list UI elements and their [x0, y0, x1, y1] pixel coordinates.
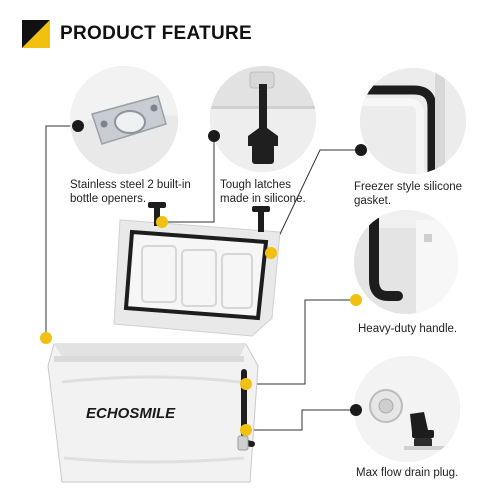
line-latches [162, 136, 215, 223]
cooler-dot-gasket [265, 247, 277, 259]
caption-bottle-opener: Stainless steel 2 built-in bottle opener… [70, 179, 191, 205]
detail-bottle-opener [70, 66, 178, 174]
latch-left-icon [148, 202, 166, 226]
line-handle [246, 299, 356, 385]
feature-dot-drain [350, 404, 362, 416]
detail-drain [354, 356, 460, 462]
caption-drain: Max flow drain plug. [356, 467, 459, 479]
feature-dot-gasket [355, 144, 367, 156]
line-gasket [270, 149, 361, 254]
page-header: PRODUCT FEATURE [22, 20, 252, 48]
handle-illustration [354, 210, 458, 314]
cooler-dot-latch [156, 216, 168, 228]
detail-gasket [360, 68, 466, 174]
detail-latches [210, 66, 316, 172]
cooler-dot-handle [240, 378, 252, 390]
cooler-dot-opener [40, 332, 52, 344]
gasket-illustration [360, 68, 466, 174]
latch-right-icon [252, 206, 270, 232]
feature-dot-bottle-opener [72, 120, 84, 132]
page-title: PRODUCT FEATURE [60, 23, 253, 44]
line-drain [246, 409, 356, 431]
cooler-dot-drain [240, 424, 252, 436]
bottle-opener-illustration [70, 66, 178, 174]
line-bottle-opener [45, 125, 78, 338]
drain-illustration [354, 356, 460, 462]
feature-dot-handle [350, 294, 362, 306]
cooler-product-image: ECHOSMILE [47, 202, 280, 483]
caption-handle: Heavy-duty handle. [358, 323, 458, 335]
caption-latches: Tough latches made in silicone. [220, 179, 306, 205]
brand-logo: ECHOSMILE [86, 405, 176, 422]
feature-dot-latches [208, 130, 220, 142]
caption-gasket: Freezer style silicone gasket. [354, 181, 463, 207]
header-badge-icon [22, 20, 50, 48]
latch-illustration [210, 66, 316, 172]
detail-handle [354, 210, 458, 314]
